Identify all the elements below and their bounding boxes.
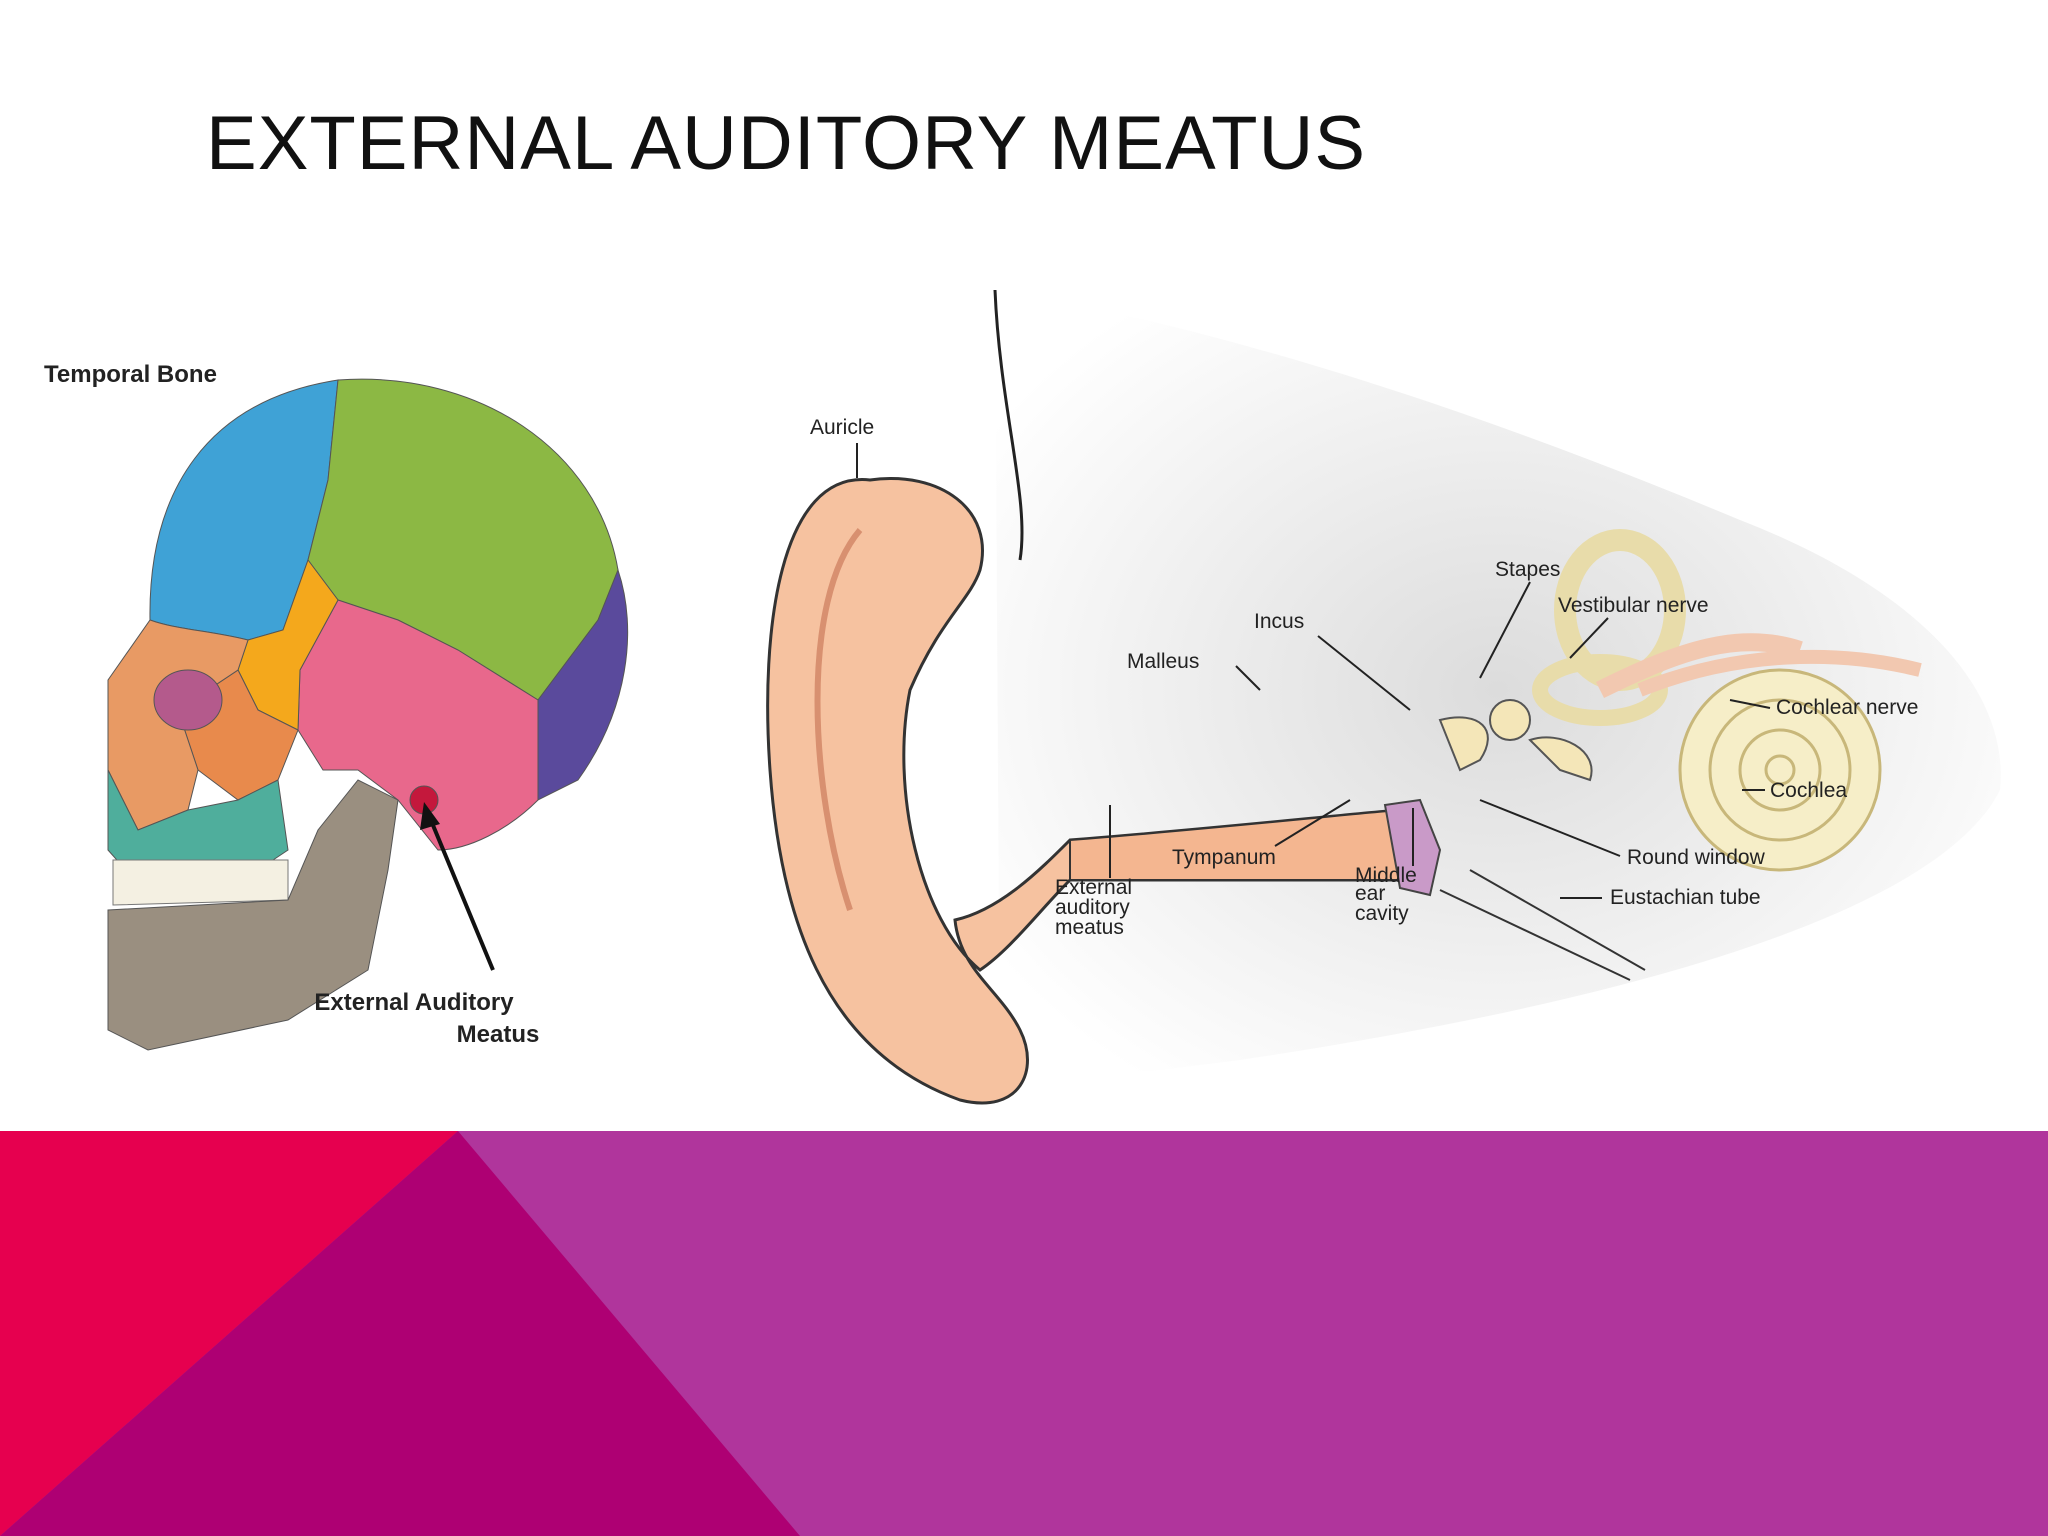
- cochlea-core: [1764, 754, 1796, 786]
- cochlea-mid: [1708, 698, 1852, 842]
- footer-magenta-triangle: [0, 1131, 800, 1536]
- label-vestibular-nerve: Vestibular nerve: [1558, 594, 1709, 617]
- mandible: [107, 779, 399, 1051]
- label-middle-ear-3: cavity: [1355, 902, 1409, 925]
- label-eam-1: External: [1055, 876, 1132, 899]
- semicircular-canal-2: [1532, 654, 1668, 726]
- label-eam-3: meatus: [1055, 916, 1124, 939]
- pointer-arrow-line: [428, 817, 495, 971]
- malleus: [1438, 716, 1489, 772]
- footer-band: [0, 1131, 2048, 1536]
- label-eam-2: auditory: [1055, 896, 1130, 919]
- ear-svg: Auricle Stapes Vestibular nerve Incus Ma…: [740, 270, 2030, 1110]
- incus: [1489, 699, 1531, 741]
- stapes: [1528, 736, 1593, 782]
- skull-heading: Temporal Bone: [44, 361, 217, 388]
- skull-label-line2: Meatus: [457, 1021, 540, 1048]
- cochlear-nerve-shape: [1637, 649, 1922, 697]
- head-shading: [995, 290, 2001, 1090]
- slide-title: EXTERNAL AUDITORY MEATUS: [206, 101, 1367, 186]
- label-cochlear-nerve: Cochlear nerve: [1776, 696, 1918, 719]
- label-round-window: Round window: [1627, 846, 1766, 869]
- label-cochlea: Cochlea: [1770, 779, 1847, 802]
- label-auricle: Auricle: [810, 416, 874, 439]
- orbit: [153, 669, 223, 731]
- label-middle-ear-2: ear: [1355, 882, 1385, 905]
- ear-anatomy-illustration: Auricle Stapes Vestibular nerve Incus Ma…: [740, 270, 2030, 1110]
- occipital-bone: [537, 568, 629, 801]
- teeth: [112, 859, 289, 906]
- label-stapes: Stapes: [1495, 558, 1560, 581]
- pointer-arrow-head: [420, 802, 440, 830]
- cochlea-inner: [1738, 728, 1822, 812]
- label-incus: Incus: [1254, 610, 1304, 633]
- skull-illustration: Temporal Bone External Auditory Meatus: [38, 330, 670, 1075]
- vestibular-nerve-shape: [1595, 633, 1803, 699]
- skull-label-line1: External Auditory: [314, 989, 514, 1016]
- eustachian-tube-shape: [1439, 869, 1646, 981]
- skull-svg: Temporal Bone External Auditory Meatus: [38, 330, 670, 1075]
- label-tympanum: Tympanum: [1172, 846, 1276, 869]
- concha: [814, 528, 863, 911]
- label-middle-ear-1: Middle: [1355, 864, 1417, 887]
- label-malleus: Malleus: [1127, 650, 1199, 673]
- head-outline: [993, 289, 1024, 561]
- temporal-bone: [297, 599, 539, 851]
- label-eustachian-tube: Eustachian tube: [1610, 886, 1761, 909]
